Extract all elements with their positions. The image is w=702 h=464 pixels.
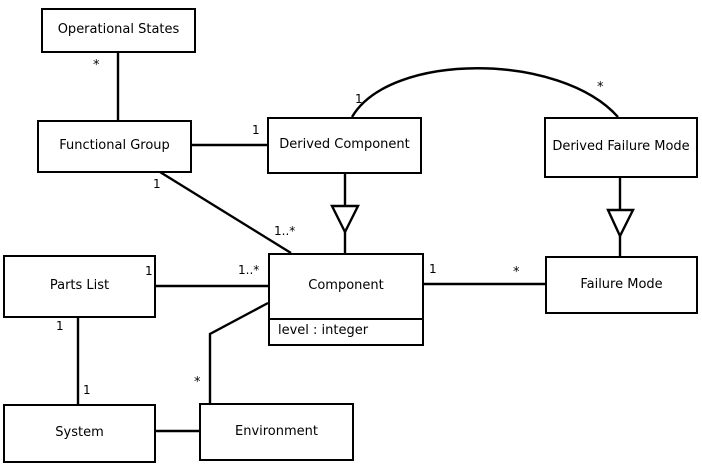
class-box-environment[interactable]: Environment <box>199 403 354 461</box>
association-line-environment-component <box>208 301 269 403</box>
class-box-functional-group[interactable]: Functional Group <box>37 120 192 173</box>
multiplicity-functional-group-component-source: 1 <box>153 177 161 191</box>
class-name-functional-group: Functional Group <box>59 138 170 154</box>
class-name-component: Component <box>308 278 384 294</box>
multiplicity-derived-component-arc-end: 1 <box>355 92 363 106</box>
class-name-failure-mode: Failure Mode <box>580 276 663 292</box>
class-box-derived-component[interactable]: Derived Component <box>267 117 422 174</box>
class-box-parts-list[interactable]: Parts List <box>3 255 156 318</box>
class-name-derived-failure-mode: Derived Failure Mode <box>552 139 690 155</box>
multiplicity-derived-failure-mode-arc-end: * <box>597 80 604 95</box>
class-attribute-component-level: level : integer <box>270 318 422 344</box>
class-name-system: System <box>55 425 104 441</box>
multiplicity-functional-group-derived-component: 1 <box>252 123 260 137</box>
multiplicity-parts-list-system-target: 1 <box>83 383 91 397</box>
multiplicity-component-failure-mode-target: * <box>513 265 520 280</box>
multiplicity-operational-states-functional-group: * <box>93 58 100 73</box>
class-box-component[interactable]: Component level : integer <box>268 253 424 346</box>
generalization-triangle-derived-failure-mode <box>606 208 635 239</box>
class-name-operational-states: Operational States <box>57 22 180 38</box>
multiplicity-environment-component: * <box>194 375 201 390</box>
multiplicity-parts-list-component-target: 1..* <box>238 263 260 277</box>
class-box-system[interactable]: System <box>3 404 156 463</box>
class-box-derived-failure-mode[interactable]: Derived Failure Mode <box>544 117 698 178</box>
multiplicity-parts-list-component-source: 1 <box>145 264 153 278</box>
association-line-functional-group-component <box>159 170 292 255</box>
class-box-failure-mode[interactable]: Failure Mode <box>545 256 698 314</box>
multiplicity-functional-group-component-target: 1..* <box>274 224 296 238</box>
multiplicity-component-failure-mode-source: 1 <box>429 262 437 276</box>
generalization-triangle-derived-component <box>330 204 360 235</box>
association-arc-derived-component-derived-failure-mode <box>350 67 619 118</box>
class-box-operational-states[interactable]: Operational States <box>41 8 196 53</box>
class-name-environment: Environment <box>234 423 318 439</box>
class-name-derived-component: Derived Component <box>279 137 410 153</box>
class-name-parts-list: Parts List <box>49 278 110 294</box>
multiplicity-parts-list-system-source: 1 <box>56 319 64 333</box>
